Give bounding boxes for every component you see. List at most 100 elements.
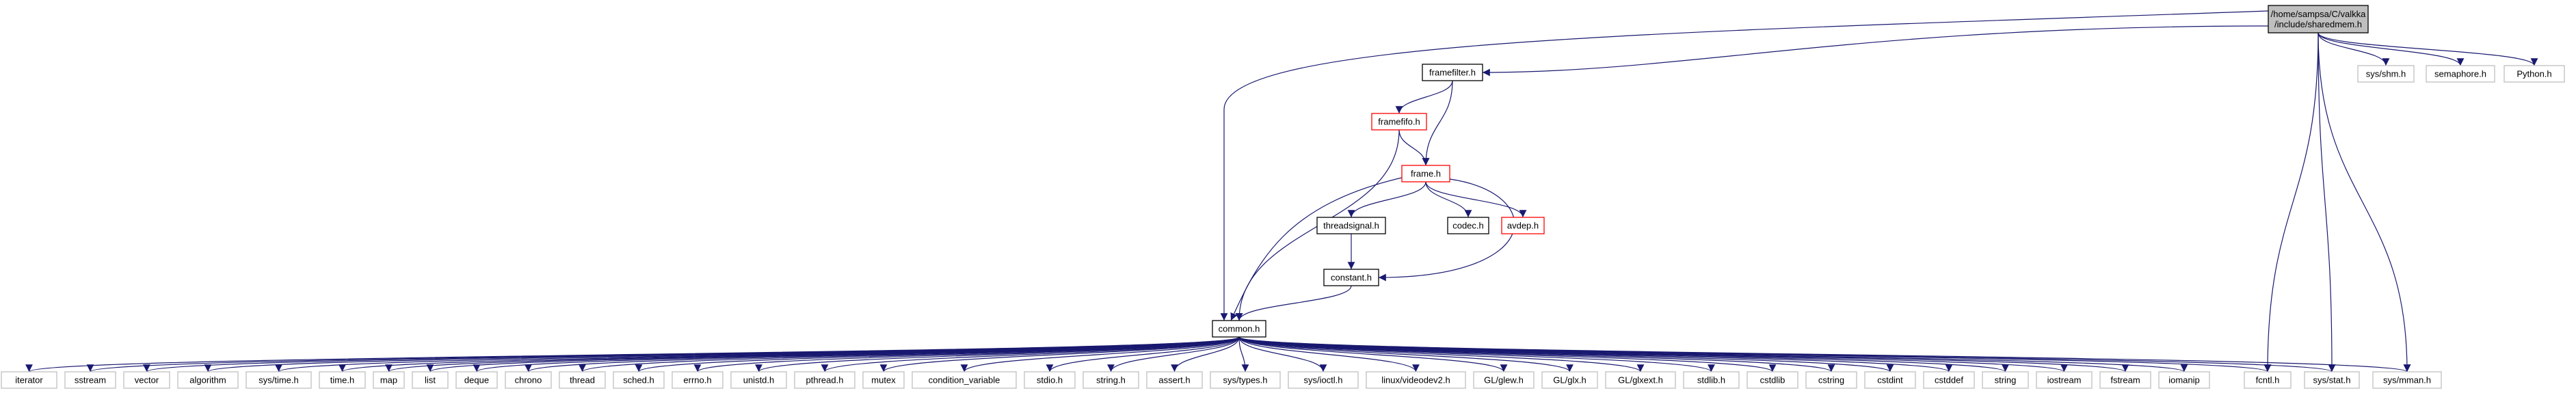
node-constant-label: constant.h: [1331, 273, 1372, 283]
edge-root-to-python: [2318, 32, 2538, 66]
node-sstream-label: sstream: [75, 375, 106, 385]
node-thread: thread: [559, 371, 606, 389]
node-framefifo[interactable]: framefifo.h: [1371, 113, 1427, 131]
node-videodev: linux/videodev2.h: [1366, 371, 1466, 389]
node-stdio: stdio.h: [1024, 371, 1076, 389]
node-avdep-label: avdep.h: [1507, 221, 1539, 231]
node-vector: vector: [123, 371, 170, 389]
node-pthread: pthread.h: [794, 371, 855, 389]
node-sysmman: sys/mman.h: [2372, 371, 2442, 389]
node-sched: sched.h: [613, 371, 665, 389]
node-systypes-box: [1210, 371, 1281, 389]
node-errno-label: errno.h: [683, 375, 711, 385]
node-framefifo-label: framefifo.h: [1378, 117, 1420, 127]
edge-common-to-sysioctl: [1238, 336, 1327, 372]
edge-root-to-sysmman: [2318, 32, 2411, 372]
node-root[interactable]: /home/sampsa/C/valkka/include/sharedmem.…: [2268, 5, 2369, 33]
node-deque-label: deque: [464, 375, 489, 385]
node-cstdint-box: [1864, 371, 1916, 389]
node-cstdint-label: cstdint: [1877, 375, 1903, 385]
node-constant[interactable]: constant.h: [1323, 269, 1379, 286]
edge-common-to-glx: [1238, 336, 1574, 372]
node-systime-label: sys/time.h: [258, 375, 299, 385]
node-cstdint: cstdint: [1864, 371, 1916, 389]
edge-common-to-systypes: [1238, 336, 1249, 372]
node-stdlib-box: [1683, 371, 1740, 389]
node-thread-label: thread: [570, 375, 595, 385]
node-glxext: GL/glxext.h: [1605, 371, 1676, 389]
node-videodev-label: linux/videodev2.h: [1381, 375, 1450, 385]
node-assert: assert.h: [1146, 371, 1203, 389]
edge-frame-to-avdep: [1425, 181, 1527, 218]
node-map: map: [373, 371, 405, 389]
node-stringh-box: [1083, 371, 1139, 389]
node-avdep[interactable]: avdep.h: [1501, 217, 1545, 234]
node-mutex-box: [862, 371, 905, 389]
node-sysioctl-label: sys/ioctl.h: [1303, 375, 1342, 385]
node-sysmman-label: sys/mman.h: [2383, 375, 2431, 385]
node-constant-box: [1323, 269, 1379, 286]
node-string-box: [1982, 371, 2029, 389]
node-common[interactable]: common.h: [1212, 320, 1266, 338]
node-stringh: string.h: [1083, 371, 1139, 389]
node-frame-box: [1401, 165, 1450, 182]
node-list-label: list: [425, 375, 436, 385]
edge-root-to-common: [1220, 10, 2269, 321]
node-iostream-label: iostream: [2047, 375, 2082, 385]
node-condvar: condition_variable: [912, 371, 1017, 389]
node-shm-box: [2357, 65, 2415, 83]
node-cstring: cstring: [1805, 371, 1857, 389]
node-semaphore-label: semaphore.h: [2434, 69, 2486, 79]
node-threadsignal[interactable]: threadsignal.h: [1316, 217, 1386, 234]
node-mutex: mutex: [862, 371, 905, 389]
node-frame[interactable]: frame.h: [1401, 165, 1450, 182]
node-condvar-box: [912, 371, 1017, 389]
edge-common-to-sysmman: [1238, 336, 2411, 372]
node-glxext-box: [1605, 371, 1676, 389]
node-chrono-box: [505, 371, 552, 389]
edge-frame-to-threadsignal: [1347, 181, 1426, 218]
node-pthread-box: [794, 371, 855, 389]
edge-common-to-glew: [1238, 336, 1508, 372]
node-map-label: map: [380, 375, 397, 385]
node-sysstat-box: [2304, 371, 2360, 389]
node-cstddef-box: [1923, 371, 1975, 389]
edge-framefifo-to-frame: [1398, 129, 1430, 166]
node-cstdlib: cstdlib: [1747, 371, 1798, 389]
edge-root-to-sysstat: [2318, 32, 2336, 372]
node-threadsignal-box: [1316, 217, 1386, 234]
nodes-layer: /home/sampsa/C/valkka/include/sharedmem.…: [1, 5, 2565, 389]
node-sysmman-box: [2372, 371, 2442, 389]
node-glx-box: [1541, 371, 1598, 389]
node-python: Python.h: [2504, 65, 2565, 83]
node-frame-label: frame.h: [1411, 169, 1441, 179]
edge-frame-to-codec: [1425, 181, 1472, 218]
node-framefilter[interactable]: framefilter.h: [1422, 64, 1483, 81]
node-unistd-box: [730, 371, 787, 389]
node-glx-label: GL/glx.h: [1553, 375, 1586, 385]
edge-common-to-assert: [1171, 336, 1240, 372]
edge-common-to-iostream: [1238, 336, 2068, 372]
node-errno-box: [672, 371, 723, 389]
node-vector-label: vector: [135, 375, 159, 385]
node-unistd: unistd.h: [730, 371, 787, 389]
edge-root-to-shm: [2318, 32, 2390, 66]
edge-common-to-stdlib: [1238, 336, 1715, 372]
edge-common-to-errno: [693, 336, 1240, 372]
node-python-box: [2504, 65, 2565, 83]
node-thread-box: [559, 371, 606, 389]
node-sysioctl-box: [1288, 371, 1359, 389]
node-framefilter-box: [1422, 64, 1483, 81]
node-stringh-label: string.h: [1096, 375, 1126, 385]
node-glx: GL/glx.h: [1541, 371, 1598, 389]
node-cstring-box: [1805, 371, 1857, 389]
node-errno: errno.h: [672, 371, 723, 389]
node-iterator: iterator: [1, 371, 57, 389]
edge-constant-to-common: [1235, 285, 1352, 321]
node-pthread-label: pthread.h: [806, 375, 844, 385]
node-threadsignal-label: threadsignal.h: [1323, 221, 1379, 231]
edge-common-to-pthread: [821, 336, 1240, 372]
node-iomanip: iomanip: [2158, 371, 2210, 389]
node-codec[interactable]: codec.h: [1447, 217, 1489, 234]
node-chrono-label: chrono: [515, 375, 542, 385]
